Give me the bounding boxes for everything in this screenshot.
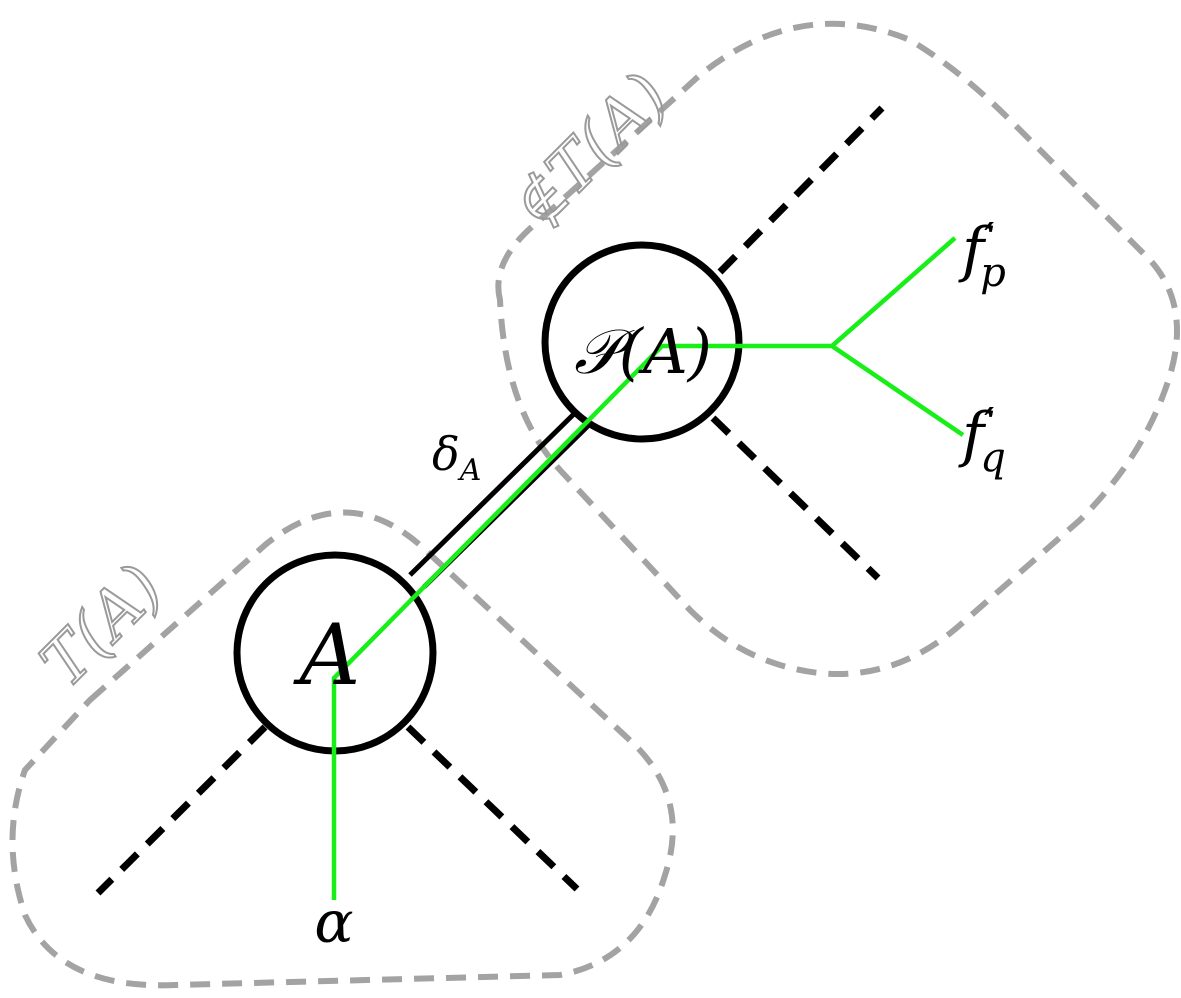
a-edge-right xyxy=(405,724,580,892)
leaf-p-label: f′p xyxy=(958,214,1006,296)
complement-label: ∉T(A) xyxy=(499,59,683,243)
green-path xyxy=(331,236,965,900)
node-parent-label: 𝒫(A) xyxy=(574,315,712,388)
subtree-label: T(A) xyxy=(27,551,178,702)
parent-edge-down xyxy=(710,415,881,581)
a-edge-left xyxy=(95,724,268,896)
root-alpha-label: α xyxy=(314,888,353,956)
leaf-q-label: f′q xyxy=(958,399,1006,481)
node-parent-circle xyxy=(541,241,743,443)
parent-edge-up xyxy=(717,105,885,275)
edge-weight-label: δA xyxy=(432,427,481,488)
complement-region xyxy=(495,20,1180,677)
node-a-label: A xyxy=(293,606,361,704)
subtree-region xyxy=(9,509,676,989)
